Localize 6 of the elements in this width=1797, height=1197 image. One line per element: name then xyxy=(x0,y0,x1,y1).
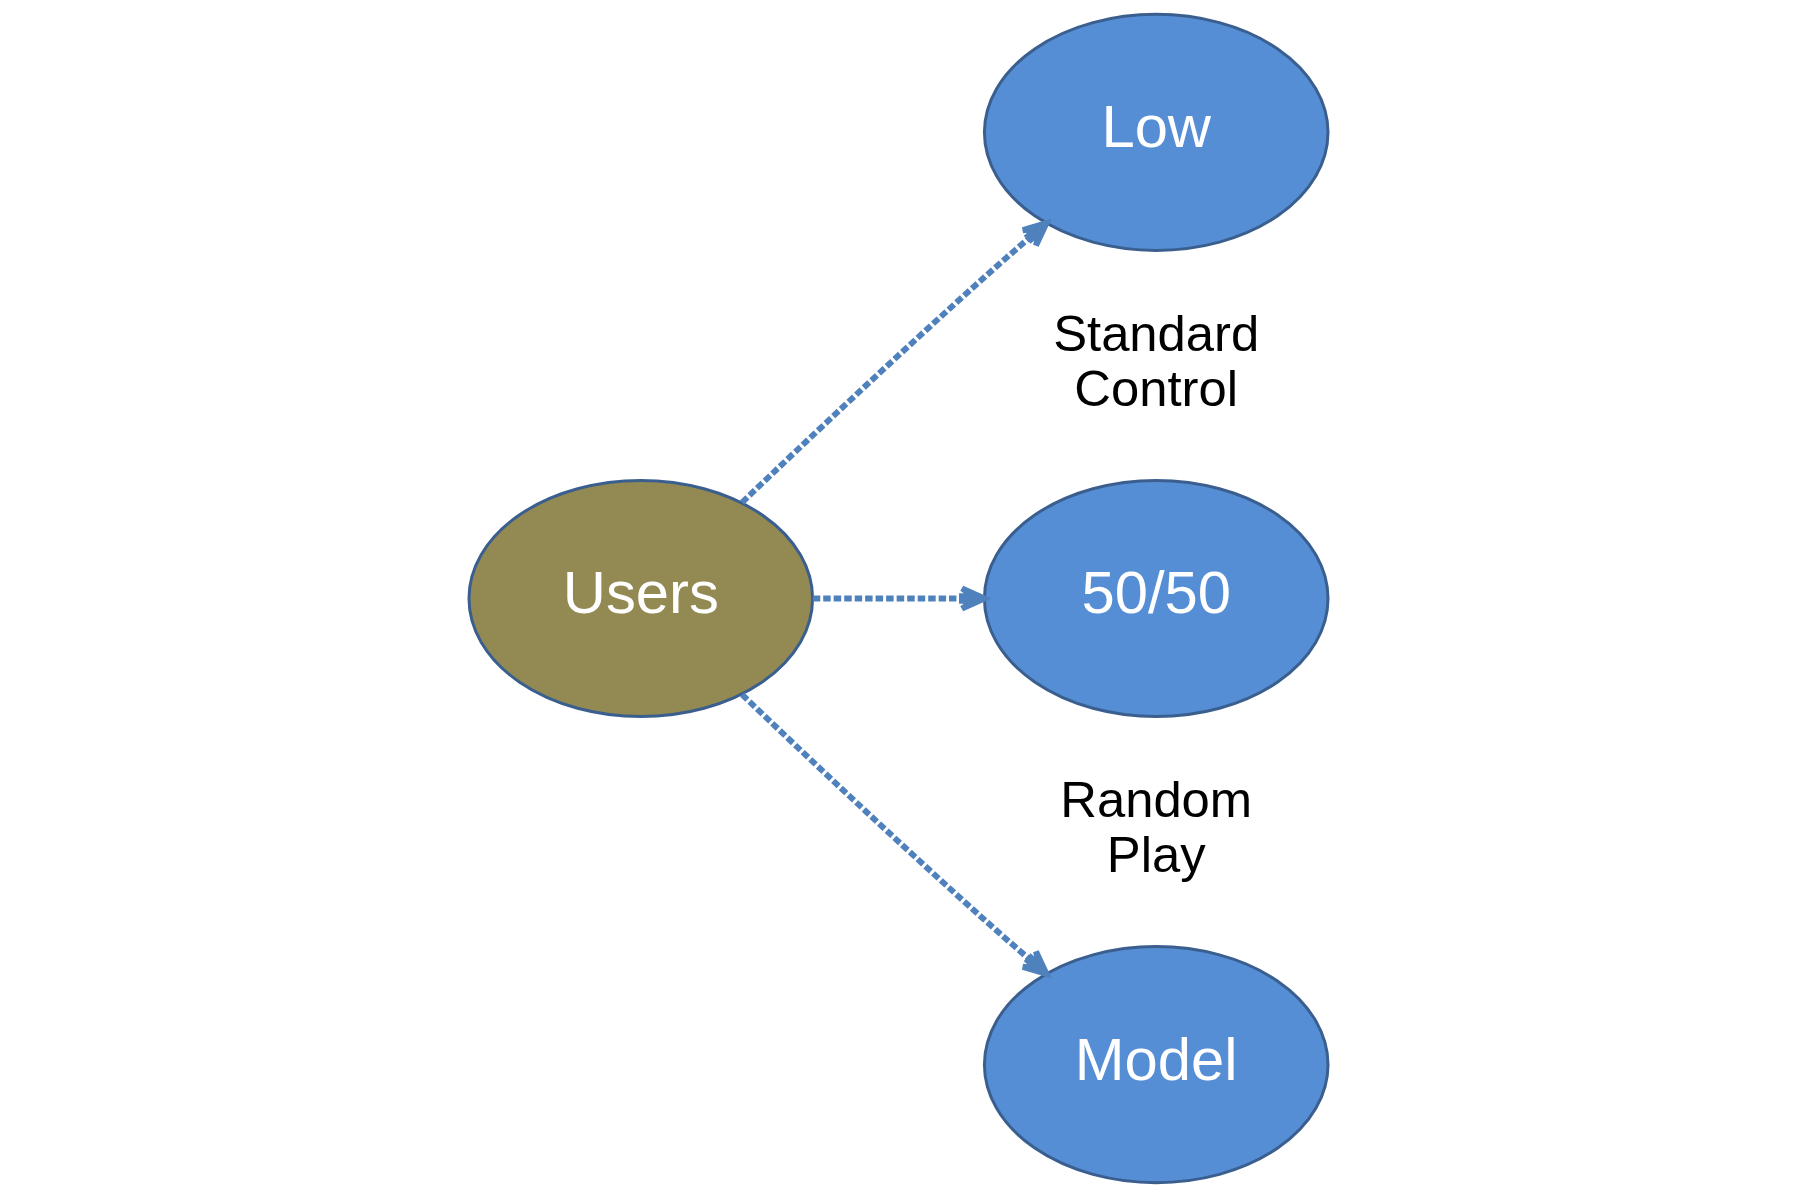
node-ellipse: Users xyxy=(467,478,815,719)
node-ellipse: 50/50 xyxy=(982,478,1330,719)
arrow xyxy=(740,220,1050,505)
node-label: Standard Control xyxy=(1053,304,1260,418)
arrow xyxy=(740,692,1050,977)
node-label: Random Play xyxy=(1060,770,1253,884)
